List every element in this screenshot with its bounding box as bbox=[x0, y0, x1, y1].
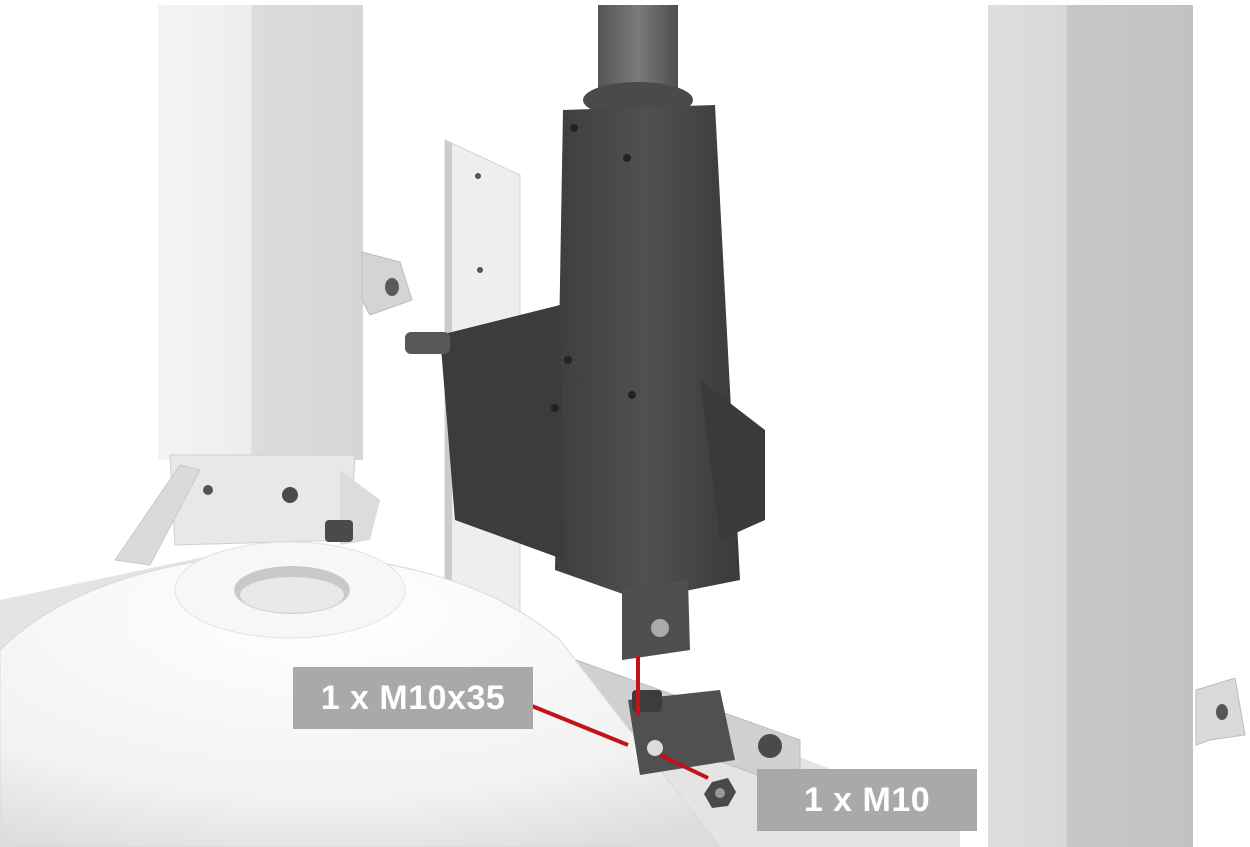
nut-guide-line bbox=[659, 753, 709, 780]
washer-guide-line bbox=[531, 704, 629, 747]
nut-callout-label: 1 x M10 bbox=[757, 769, 977, 831]
right-post bbox=[988, 5, 1246, 847]
assembly-guide-lines bbox=[531, 655, 709, 780]
left-post bbox=[114, 5, 413, 566]
bolt-callout-label: 1 x M10x35 bbox=[293, 667, 533, 729]
linear-actuator bbox=[405, 5, 765, 808]
